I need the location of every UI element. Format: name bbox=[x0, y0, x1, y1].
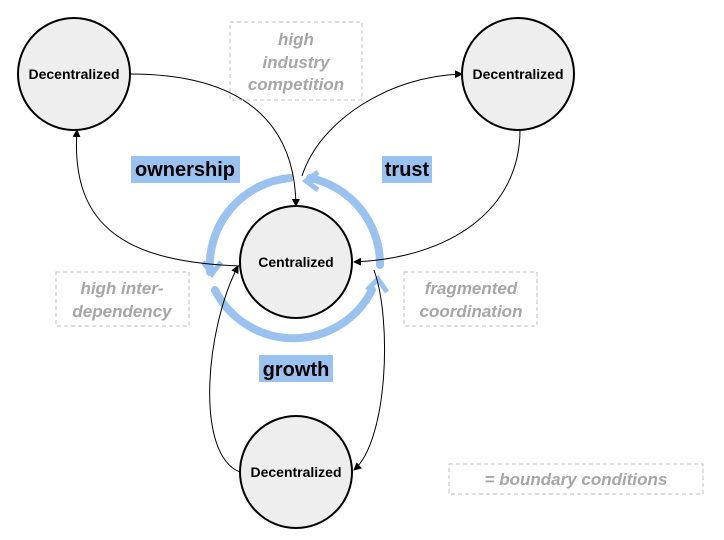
arrow-center-to-bottom bbox=[353, 269, 386, 471]
arrow-topright-to-center bbox=[353, 129, 521, 266]
connector-arrows bbox=[72, 70, 521, 473]
boundary-text-line: coordination bbox=[420, 302, 523, 321]
node-label: Decentralized bbox=[28, 66, 119, 82]
boundary-text-line: high bbox=[278, 30, 314, 49]
boundary-interdependency: high inter- dependency bbox=[55, 271, 190, 327]
boundary-text-line: high inter- bbox=[80, 279, 163, 298]
arrow-center-to-topright bbox=[301, 70, 463, 177]
driver-ownership: ownership bbox=[131, 156, 240, 183]
driver-trust: trust bbox=[382, 156, 432, 183]
node-label: Decentralized bbox=[472, 66, 563, 82]
cycle-chevron-top bbox=[301, 170, 320, 192]
node-centralized-center: Centralized bbox=[239, 205, 353, 319]
cycle-chevron-right bbox=[365, 275, 390, 294]
driver-growth: growth bbox=[259, 355, 333, 382]
driver-label-trust: trust bbox=[385, 159, 430, 181]
node-decentralized-top-right: Decentralized bbox=[461, 17, 575, 131]
arrow-bottom-to-center bbox=[209, 265, 241, 473]
boundary-text-line: dependency bbox=[72, 302, 173, 321]
driver-label-growth: growth bbox=[263, 359, 330, 381]
legend-label: = boundary conditions bbox=[485, 470, 668, 489]
boundary-competition: high industry competition bbox=[229, 21, 363, 101]
node-label: Decentralized bbox=[250, 464, 341, 480]
driver-label-ownership: ownership bbox=[135, 159, 235, 181]
node-label: Centralized bbox=[258, 254, 333, 270]
node-decentralized-top-left: Decentralized bbox=[17, 17, 131, 131]
boundary-text-line: fragmented bbox=[425, 279, 518, 298]
boundary-text-line: competition bbox=[248, 75, 344, 94]
arrow-center-to-topleft bbox=[72, 129, 241, 267]
arrow-topleft-to-center bbox=[129, 73, 300, 207]
boundary-text-line: industry bbox=[262, 53, 331, 72]
cycle-ring bbox=[201, 170, 390, 343]
boundary-coordination: fragmented coordination bbox=[403, 271, 538, 327]
node-decentralized-bottom: Decentralized bbox=[239, 415, 353, 529]
legend-boundary-conditions: = boundary conditions bbox=[448, 463, 704, 495]
cycle-chevron-left bbox=[201, 260, 223, 279]
